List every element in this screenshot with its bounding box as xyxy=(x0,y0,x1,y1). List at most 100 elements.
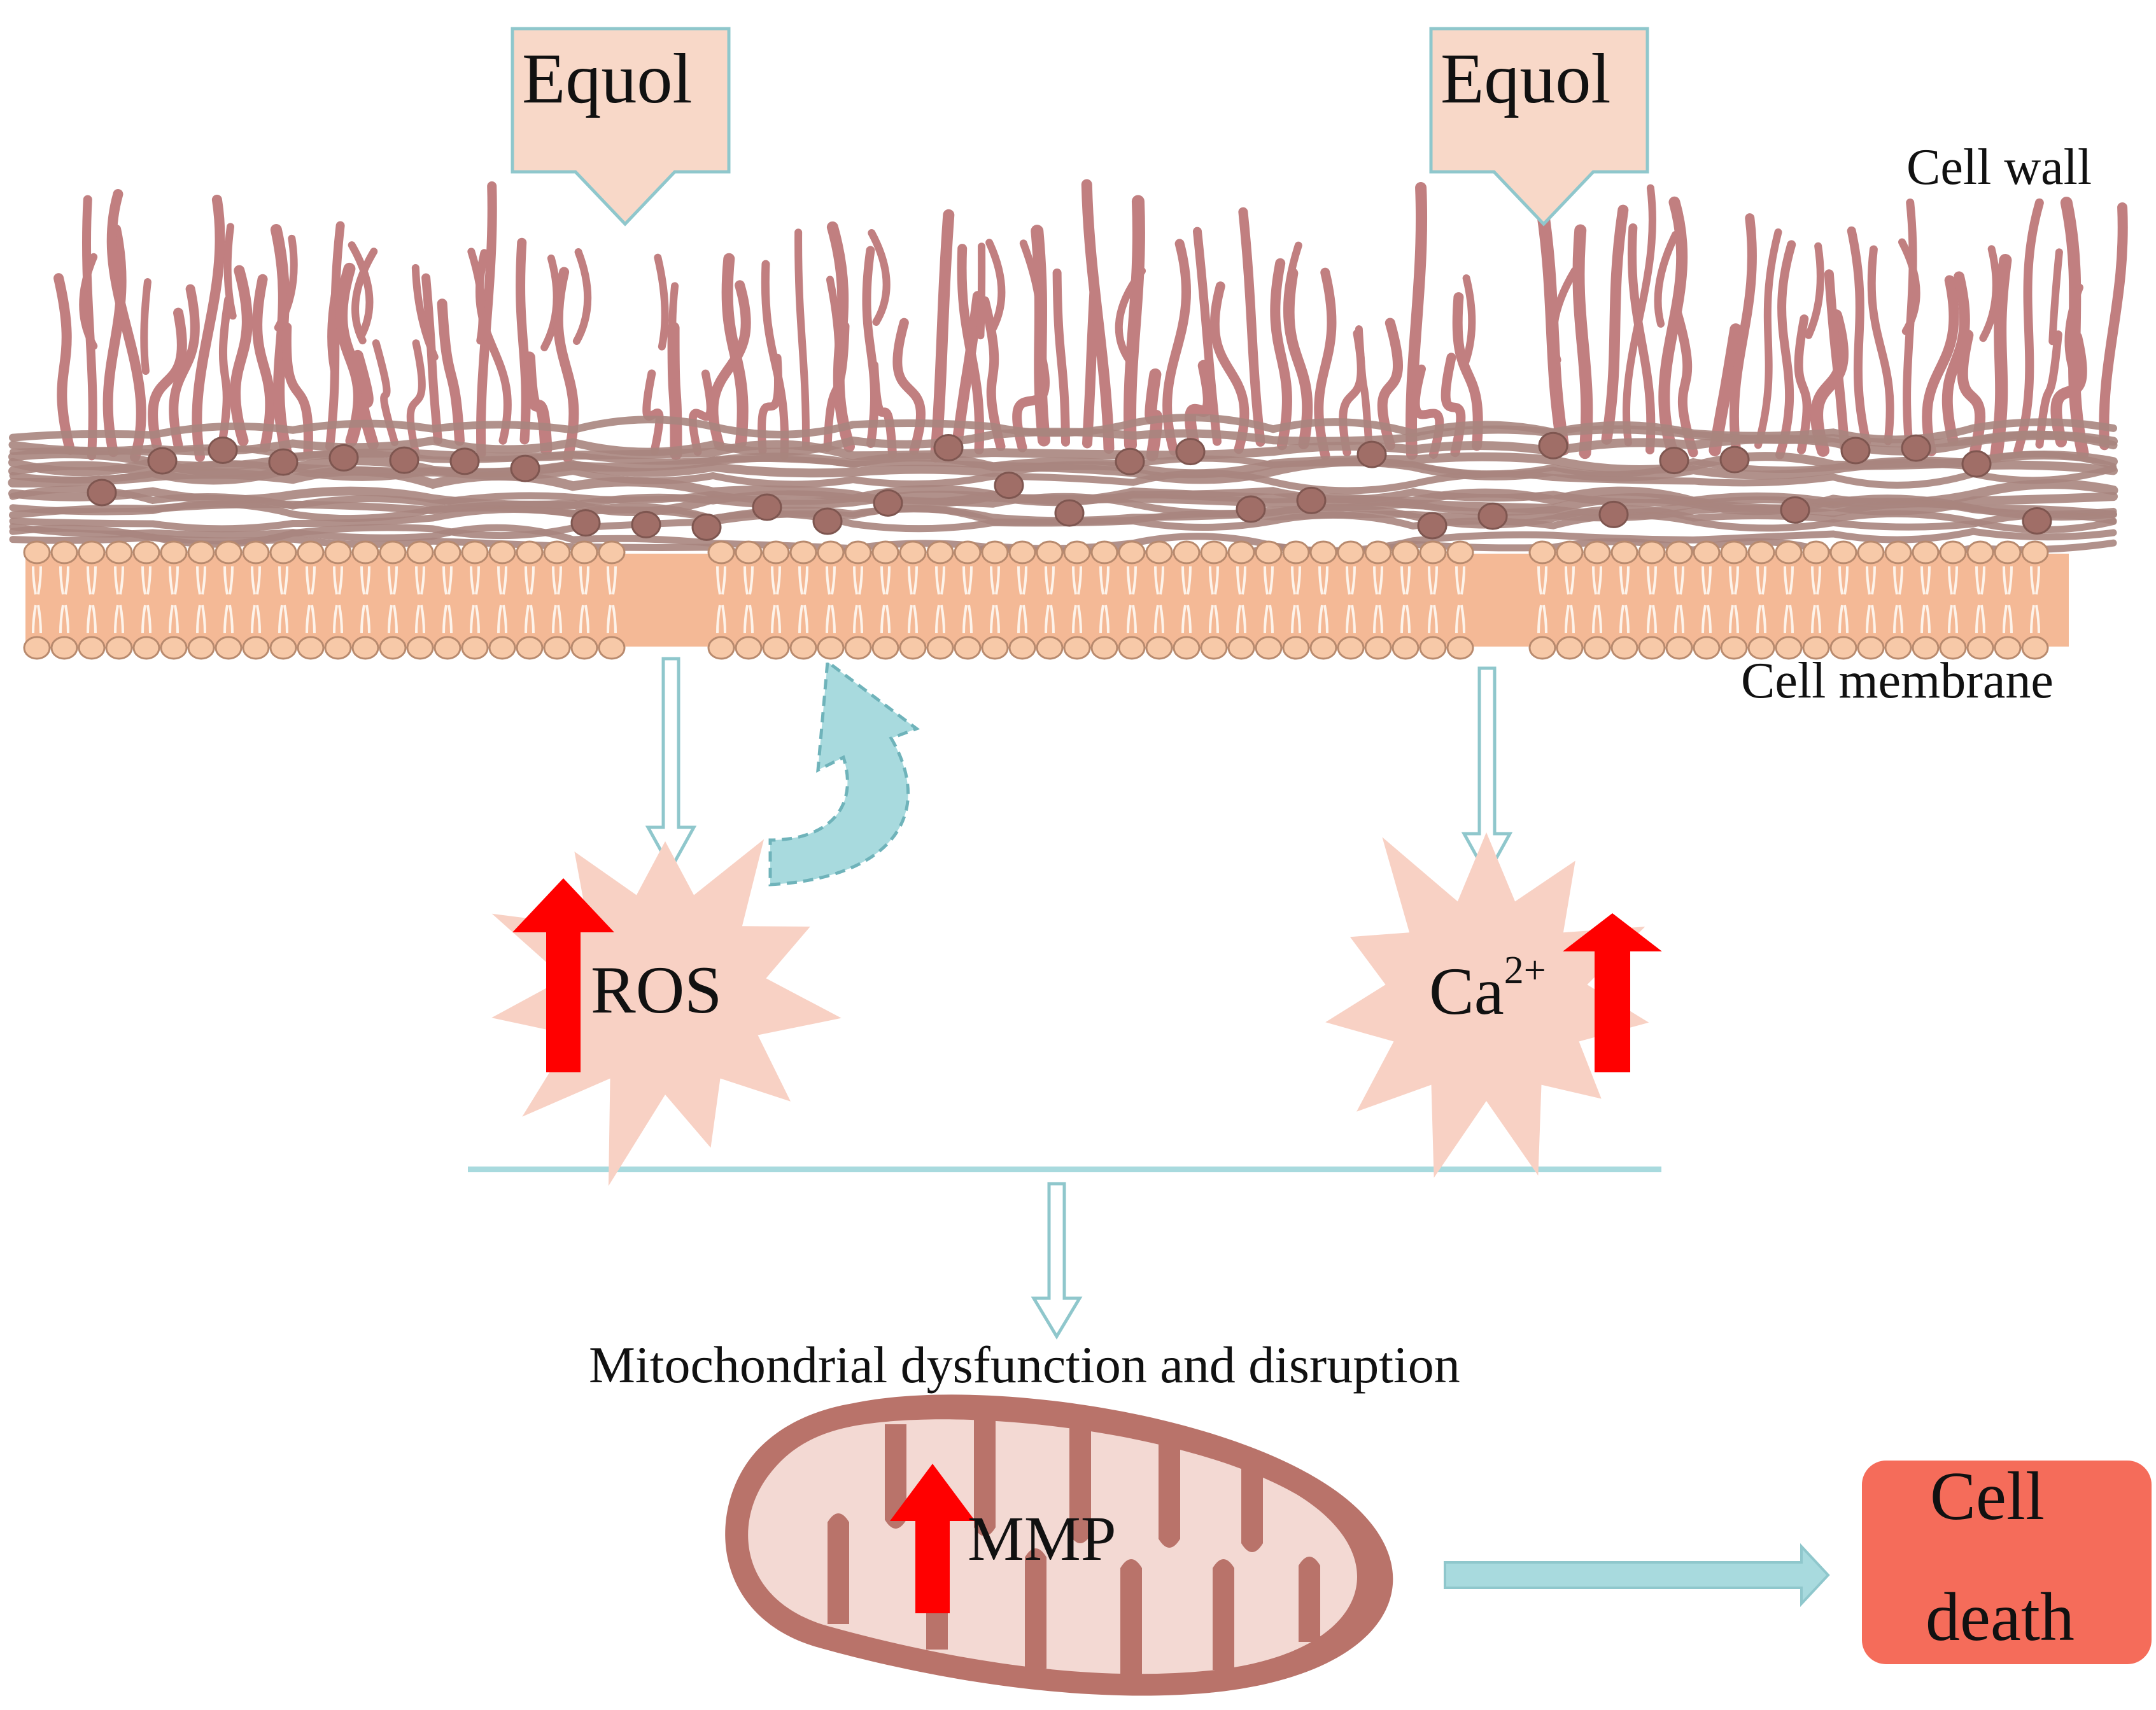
lipid-head-inner xyxy=(1446,636,1474,660)
lipid-head-inner xyxy=(1036,636,1064,660)
lipid-tail xyxy=(1702,566,1712,634)
lipid-tail xyxy=(497,566,507,634)
wall-fiber xyxy=(217,295,233,451)
mesh-bead xyxy=(1780,496,1810,524)
lipid-head-inner xyxy=(1364,636,1392,660)
mesh-bead xyxy=(1719,445,1750,473)
lipid-tail xyxy=(1565,566,1575,634)
mesh-bead xyxy=(812,507,843,535)
wall-fiber xyxy=(1283,267,1313,450)
wall-fiber xyxy=(1775,240,1796,459)
mesh-bead xyxy=(1901,434,1931,462)
lipid-tail xyxy=(1181,566,1192,634)
wall-fiber-branch xyxy=(411,263,439,361)
lipid-head-inner xyxy=(379,636,407,660)
wall-fiber xyxy=(870,360,897,459)
wall-fiber-branch xyxy=(1549,267,1579,364)
lipid-head-outer xyxy=(1446,540,1474,564)
lipid-head-inner xyxy=(1090,636,1118,660)
equol-label-left: Equol xyxy=(522,39,693,118)
lipid-head-outer xyxy=(1638,540,1666,564)
wall-fiber xyxy=(421,273,442,445)
wall-fiber xyxy=(1824,269,1850,452)
lipid-tail xyxy=(1209,566,1219,634)
lipid-head-outer xyxy=(926,540,954,564)
lipid-head-outer xyxy=(1966,540,1994,564)
mesh-bead xyxy=(87,479,117,507)
lipid-tail xyxy=(1072,566,1082,634)
wall-fiber-branch xyxy=(668,282,680,379)
mesh-bead xyxy=(1961,450,1992,478)
mesh-bead xyxy=(873,489,903,517)
lipid-head-inner xyxy=(1282,636,1310,660)
wall-fiber xyxy=(1406,182,1428,460)
wall-fiber xyxy=(1145,368,1163,461)
lipid-tail xyxy=(1236,566,1246,634)
lipid-tail xyxy=(525,566,535,634)
ros-label: ROS xyxy=(591,953,722,1027)
lipid-head-outer xyxy=(297,540,325,564)
lipid-head-inner xyxy=(1309,636,1337,660)
wall-fiber xyxy=(1082,288,1100,449)
lipid-head-inner xyxy=(1829,636,1857,660)
lipid-head-inner xyxy=(324,636,352,660)
wall-fiber xyxy=(1847,226,1871,447)
wall-fiber xyxy=(1794,314,1812,454)
lipid-head-outer xyxy=(433,540,461,564)
mesh-bead xyxy=(449,447,480,475)
wall-fiber xyxy=(252,274,276,453)
wall-fiber xyxy=(1270,258,1292,451)
lipid-head-outer xyxy=(1392,540,1420,564)
wall-fiber-branch xyxy=(976,242,986,340)
lipid-tail xyxy=(1975,566,1985,634)
lipid-tail xyxy=(1811,566,1821,634)
wall-fiber-branch xyxy=(79,253,98,350)
wall-fiber-branch xyxy=(1805,242,1824,339)
lipid-head-inner xyxy=(1583,636,1611,660)
mesh-bead xyxy=(268,448,299,476)
equol-arrow-right xyxy=(1429,27,1649,227)
lipid-head-outer xyxy=(598,540,626,564)
wall-fiber xyxy=(721,253,749,449)
lipid-head-outer xyxy=(1063,540,1091,564)
lipid-head-inner xyxy=(871,636,899,660)
lipid-tail xyxy=(552,566,562,634)
cell-wall-fibers xyxy=(53,179,2128,463)
wall-fiber xyxy=(1658,196,1688,454)
calcium-symbol: Ca xyxy=(1429,954,1504,1028)
lipid-tail xyxy=(1264,566,1274,634)
lipid-head-inner xyxy=(1665,636,1693,660)
lipid-tail xyxy=(962,566,973,634)
cell-wall-beads xyxy=(87,431,2052,541)
mesh-bead xyxy=(1598,500,1629,528)
wall-fiber xyxy=(351,349,379,450)
mesh-bead xyxy=(208,436,238,464)
wall-fiber xyxy=(106,189,146,463)
lipid-head-outer xyxy=(187,540,215,564)
calcium-increase-arrow xyxy=(1563,913,1662,1072)
mesh-bead xyxy=(994,472,1024,500)
wall-fiber xyxy=(794,228,810,451)
wall-fiber xyxy=(475,249,512,445)
wall-fiber-branch xyxy=(348,241,374,339)
wall-fiber-branch xyxy=(140,278,151,375)
lipid-head-inner xyxy=(1063,636,1091,660)
lipid-tail xyxy=(470,566,480,634)
lipid-head-outer xyxy=(132,540,160,564)
lipid-head-outer xyxy=(543,540,571,564)
lipid-head-outer xyxy=(1994,540,2022,564)
lipid-head-outer xyxy=(1610,540,1638,564)
lipid-head-outer xyxy=(23,540,51,564)
lipid-head-outer xyxy=(789,540,817,564)
lipid-head-inner xyxy=(598,636,626,660)
lipid-tail xyxy=(1318,566,1328,634)
wall-fiber xyxy=(688,369,715,456)
mesh-bead xyxy=(1477,502,1508,530)
lipid-head-inner xyxy=(789,636,817,660)
lipid-tail xyxy=(2030,566,2040,634)
lipid-tail xyxy=(2003,566,2013,634)
lipid-head-outer xyxy=(1775,540,1803,564)
wall-fiber-branch xyxy=(1019,239,1045,337)
lipid-tail xyxy=(223,566,234,634)
mesh-bead xyxy=(631,510,661,538)
